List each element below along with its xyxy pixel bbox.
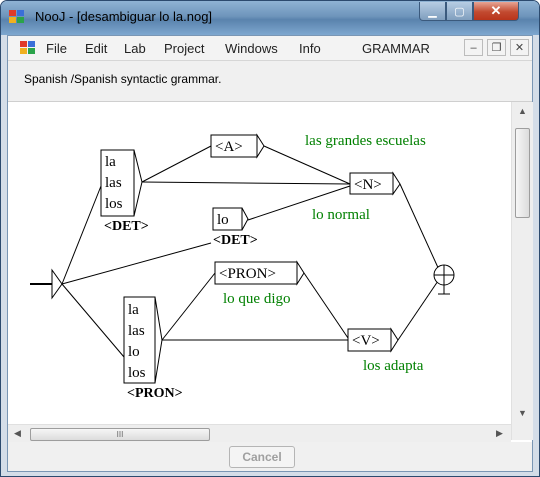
pron-list-output: <PRON>	[127, 386, 183, 401]
horizontal-scrollbar[interactable]: ◀ III ▶	[8, 424, 511, 443]
det-output: <DET>	[104, 219, 149, 234]
comment-lo-normal[interactable]: lo normal	[312, 207, 370, 223]
vertical-scrollbar[interactable]: ▲ ▼	[511, 102, 533, 440]
close-button[interactable]: ✕	[473, 2, 519, 21]
menu-edit[interactable]: Edit	[85, 41, 108, 56]
edge-n-final	[399, 183, 441, 273]
scroll-down-icon[interactable]: ▼	[518, 408, 527, 418]
final-node[interactable]	[433, 264, 455, 295]
mdi-minimize-button[interactable]: –	[464, 39, 483, 56]
edge-initial-det	[61, 185, 102, 285]
edge-a-n	[263, 145, 351, 185]
initial-node[interactable]	[51, 268, 63, 300]
edge-initial-pron-list	[61, 283, 125, 358]
edge-lo-n	[247, 185, 351, 221]
cancel-button[interactable]: Cancel	[229, 446, 295, 468]
pron-list-line-3: lo	[128, 344, 140, 360]
det-line-3: los	[105, 196, 123, 212]
menu-project[interactable]: Project	[164, 41, 205, 56]
minimize-icon: –	[470, 41, 477, 54]
comment-las-grandes-escuelas[interactable]: las grandes escuelas	[305, 133, 426, 149]
mdi-restore-button[interactable]: ❐	[487, 39, 506, 56]
n-node[interactable]: <N>	[349, 171, 401, 196]
close-icon: ✕	[490, 3, 502, 18]
menu-grammar[interactable]: GRAMMAR	[362, 41, 430, 56]
lo-output: <DET>	[213, 233, 258, 248]
menu-windows[interactable]: Windows	[225, 41, 278, 56]
comment-lo-que-digo[interactable]: lo que digo	[223, 291, 291, 307]
menu-lab[interactable]: Lab	[124, 41, 146, 56]
scroll-left-icon[interactable]: ◀	[14, 428, 21, 438]
edge-pron-list-pron	[161, 272, 216, 341]
window-title: NooJ - [desambiguar lo la.nog]	[35, 9, 213, 24]
document-window: File Edit Lab Project Windows Info GRAMM…	[7, 35, 533, 472]
a-node[interactable]: <A>	[210, 133, 265, 159]
edge-initial-lo	[61, 242, 212, 285]
minimize-icon: ▁	[428, 5, 437, 18]
scroll-up-icon[interactable]: ▲	[518, 106, 527, 116]
det-node[interactable]: la las los <DET>	[100, 149, 149, 234]
pron-list-line-4: los	[128, 365, 146, 381]
pron-label: <PRON>	[219, 266, 276, 282]
close-icon: ✕	[514, 42, 525, 54]
minimize-button[interactable]: ▁	[419, 2, 446, 21]
n-label: <N>	[354, 177, 382, 193]
menu-file[interactable]: File	[46, 41, 67, 56]
lo-node[interactable]: lo <DET>	[212, 207, 258, 248]
scroll-right-icon[interactable]: ▶	[496, 428, 503, 438]
v-node[interactable]: <V>	[347, 327, 399, 353]
graph-edges	[30, 145, 441, 358]
horizontal-scroll-thumb[interactable]: III	[30, 428, 210, 441]
det-line-2: las	[105, 175, 122, 191]
a-label: <A>	[215, 139, 243, 155]
graph-canvas[interactable]: la las los <DET> <A> <N>	[8, 102, 511, 424]
maximize-icon: ▢	[454, 5, 465, 18]
restore-icon: ❐	[491, 42, 502, 54]
title-bar[interactable]: NooJ - [desambiguar lo la.nog] ▁ ▢ ✕	[1, 1, 539, 35]
v-label: <V>	[352, 333, 380, 349]
edge-det-a	[141, 145, 212, 183]
grammar-info-panel: Spanish /Spanish syntactic grammar.	[8, 61, 532, 102]
pron-node[interactable]: <PRON>	[214, 260, 305, 286]
vertical-scroll-thumb[interactable]	[515, 128, 530, 218]
edge-v-final	[397, 277, 441, 341]
lo-label: lo	[217, 212, 229, 228]
menu-bar: File Edit Lab Project Windows Info GRAMM…	[8, 36, 532, 61]
det-line-1: la	[105, 154, 116, 170]
pron-list-node[interactable]: la las lo los <PRON>	[123, 296, 183, 401]
maximize-button[interactable]: ▢	[446, 2, 473, 21]
edge-pron-v	[303, 272, 349, 339]
app-icon	[9, 10, 24, 23]
menu-info[interactable]: Info	[299, 41, 321, 56]
pron-list-line-2: las	[128, 323, 145, 339]
comment-los-adapta[interactable]: los adapta	[363, 358, 424, 374]
edge-det-n	[141, 181, 351, 185]
grammar-graph[interactable]: la las los <DET> <A> <N>	[8, 102, 511, 424]
mdi-close-button[interactable]: ✕	[510, 39, 529, 56]
pron-list-line-1: la	[128, 302, 139, 318]
bottom-bar: Cancel	[8, 442, 532, 471]
document-icon[interactable]	[20, 41, 36, 55]
grammar-description: Spanish /Spanish syntactic grammar.	[24, 72, 222, 86]
